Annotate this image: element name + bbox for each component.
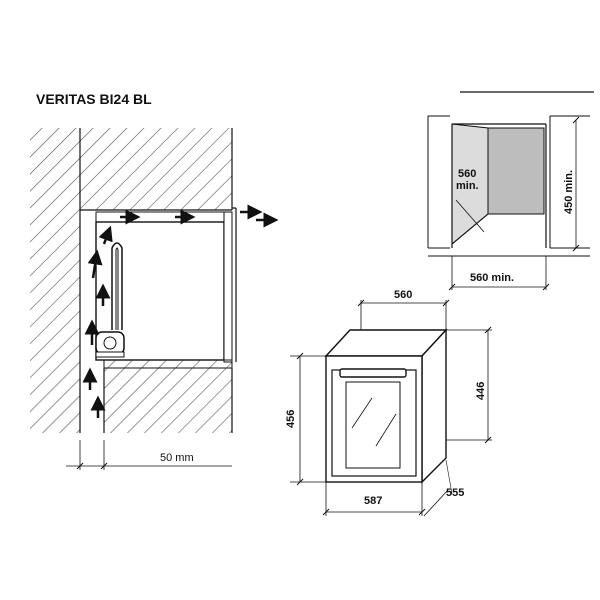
product-title: VERITAS BI24 BL [36, 91, 152, 107]
condenser-coil [111, 242, 123, 330]
support-shelf [103, 359, 233, 369]
appliance-door-section [223, 211, 233, 363]
compressor [95, 331, 125, 355]
niche-back-wall [487, 127, 545, 215]
niche-width-label: 560 min. [470, 272, 514, 284]
front-width-label: 587 [364, 495, 382, 507]
ventilation-section: 50 mm [30, 128, 279, 470]
arrow-up-6 [98, 225, 113, 245]
niche-diagram: 560 min. 450 min. 560 min. [427, 115, 590, 291]
top-vent-bar [95, 211, 233, 223]
appliance-side-face [421, 328, 447, 484]
appliance-3d-view: 560 456 446 587 555 [285, 289, 492, 517]
lower-cabinet [104, 368, 232, 433]
niche-height-label: 450 min. [563, 170, 575, 214]
left-wall [30, 128, 80, 433]
top-width-label: 560 [394, 289, 412, 301]
height-label: 456 [285, 410, 297, 428]
door-handle [339, 368, 407, 378]
glass-reflection-2 [375, 413, 397, 447]
depth-label: 555 [446, 487, 464, 499]
niche-depth-label: 560 [458, 168, 476, 180]
niche-depth-min-label: min. [456, 180, 479, 192]
upper-cabinet [80, 128, 232, 210]
door-height-label: 446 [475, 382, 487, 400]
airflow-arrows [82, 204, 279, 418]
glass-reflection-1 [351, 397, 373, 429]
arrow-up-5 [87, 249, 103, 279]
depth-dimension-line [423, 489, 449, 517]
gap-dimension-label: 50 mm [160, 452, 194, 464]
door-glass [345, 381, 401, 469]
